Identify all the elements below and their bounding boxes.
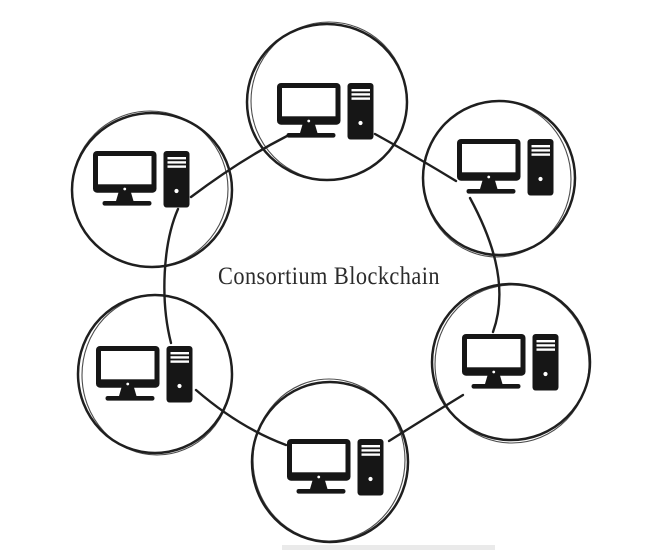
node-lower-right xyxy=(430,282,592,444)
node-circle-sketch-stroke xyxy=(81,294,233,456)
node-circle-sketch-stroke xyxy=(250,21,408,181)
node-circle-outline xyxy=(250,380,410,544)
connections-layer xyxy=(163,132,501,447)
node-upper-left xyxy=(70,110,234,269)
node-circle-sketch-stroke xyxy=(71,110,229,268)
node-circle-sketch-stroke xyxy=(252,378,406,542)
node-circle-sketch-stroke xyxy=(422,100,572,258)
connection-line-top-to-upper-right xyxy=(373,132,458,183)
desktop-computer-icon xyxy=(462,334,559,391)
node-bottom xyxy=(250,378,410,544)
desktop-computer-icon xyxy=(277,83,374,140)
connection-line-lower-right-to-bottom xyxy=(387,393,465,443)
node-top xyxy=(245,21,409,182)
scan-artifact xyxy=(282,545,495,550)
connection-line-upper-left-to-top xyxy=(189,134,289,199)
desktop-computer-icon xyxy=(96,346,193,403)
connection-line-bottom-to-lower-left xyxy=(194,388,288,447)
node-upper-right xyxy=(421,99,577,258)
desktop-computer-icon xyxy=(287,439,384,496)
diagram-title: Consortium Blockchain xyxy=(218,263,440,290)
connection-line-lower-left-to-upper-left xyxy=(163,207,180,345)
node-circle-sketch-stroke xyxy=(434,284,590,444)
desktop-computer-icon xyxy=(93,151,190,208)
connection-line-upper-right-to-lower-right xyxy=(468,196,501,334)
node-lower-left xyxy=(76,293,234,456)
nodes-layer xyxy=(70,21,592,544)
desktop-computer-icon xyxy=(457,139,554,196)
node-circle-outline xyxy=(430,282,592,442)
